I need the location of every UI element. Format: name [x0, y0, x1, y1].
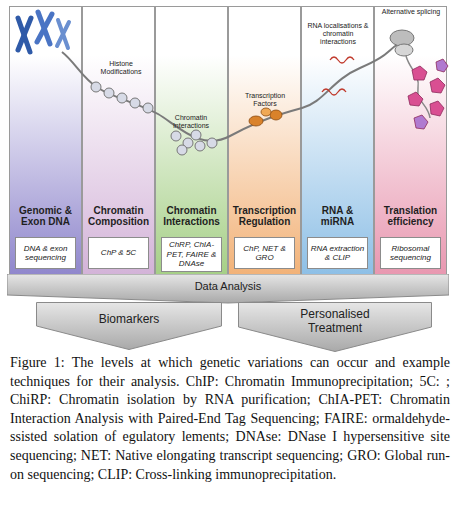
illustration-label: Chromatin Interactions: [161, 114, 221, 130]
arrow-outline: [37, 303, 222, 350]
level-column: Genomic & Exon DNA DNA & exon sequencing: [9, 6, 82, 276]
technique-box: Ribosomal sequencing: [380, 237, 441, 269]
technique-box: ChP & 5C: [88, 237, 149, 269]
technique-text: RNA extraction & CLIP: [310, 244, 365, 263]
level-heading: Chromatin Interactions: [158, 199, 225, 233]
illustration-label: Histone Modifications: [93, 60, 149, 76]
technique-text: Ribosomal sequencing: [383, 244, 438, 263]
outcome-arrow: Biomarkers: [36, 302, 222, 350]
band-label: Data Analysis: [7, 280, 449, 293]
technique-box: ChP, NET & GRO: [234, 237, 295, 269]
level-column: Translation efficiencyRibosomal sequenci…: [374, 6, 447, 276]
technique-text: ChRP, ChIA-PET, FAIRE & DNAse: [164, 240, 219, 269]
level-heading: RNA & miRNA: [304, 199, 371, 233]
level-heading: Transcription Regulation: [231, 199, 298, 233]
band-outline: [7, 274, 449, 303]
illustration-label: Transcription Factors: [234, 92, 296, 108]
arrow-outline: [239, 303, 432, 352]
illustration-label: Alternative splicing: [380, 8, 442, 16]
illustration-label: RNA localisations & chromatin interactio…: [304, 22, 372, 46]
technique-box: ChRP, ChIA-PET, FAIRE & DNAse: [161, 237, 222, 272]
level-column: Transcription RegulationChP, NET & GRO: [228, 6, 301, 276]
level-column: Chromatin InteractionsChRP, ChIA-PET, FA…: [155, 6, 228, 276]
arrow-shape: [36, 302, 222, 350]
outcome-arrow: Personalised Treatment: [238, 302, 432, 352]
arrow-label: Personalised Treatment: [280, 307, 390, 335]
analysis-band: Data Analysis: [7, 274, 449, 304]
arrow-label: Biomarkers: [66, 312, 192, 326]
level-column: RNA & miRNA RNA extraction & CLIP: [301, 6, 374, 276]
level-column: Chromatin CompositionChP & 5C: [82, 6, 155, 276]
technique-box: DNA & exon sequencing: [15, 237, 76, 269]
technique-box: RNA extraction & CLIP: [307, 237, 368, 269]
technique-text: ChP & 5C: [101, 248, 136, 258]
technique-text: ChP, NET & GRO: [237, 244, 292, 263]
figure-caption: Figure 1: The levels at which genetic va…: [10, 354, 450, 484]
level-heading: Translation efficiency: [377, 199, 444, 233]
level-heading: Chromatin Composition: [85, 199, 152, 233]
level-heading: Genomic & Exon DNA: [12, 199, 79, 233]
technique-text: DNA & exon sequencing: [18, 244, 73, 263]
